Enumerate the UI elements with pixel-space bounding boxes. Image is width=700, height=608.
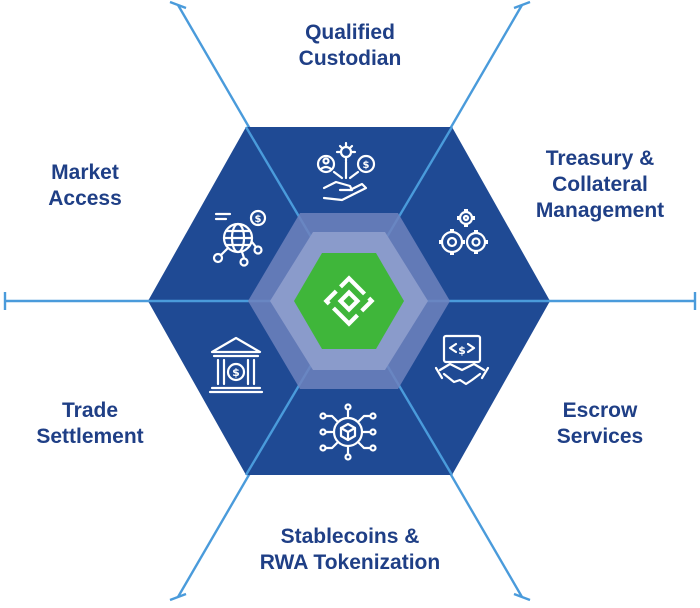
blockchain-cube-icon: [319, 403, 377, 461]
brand-logo-icon: [323, 275, 375, 327]
svg-text:$: $: [363, 160, 370, 171]
label-line: Settlement: [36, 425, 144, 448]
label-escrow-services: Escrow Services: [530, 398, 670, 450]
label-treasury-collateral-management: Treasury & Collateral Management: [510, 146, 690, 224]
svg-text:$: $: [255, 214, 262, 225]
label-line: Qualified: [305, 21, 395, 44]
label-line: Management: [535, 199, 665, 222]
label-trade-settlement: Trade Settlement: [10, 398, 170, 450]
gears-icon: [439, 209, 488, 255]
label-line: Treasury &: [545, 147, 655, 170]
label-qualified-custodian: Qualified Custodian: [260, 20, 440, 72]
label-line: Trade: [61, 399, 119, 422]
svg-text:$: $: [232, 366, 240, 379]
label-line: Market: [51, 161, 119, 184]
bank-building-dollar-icon: $: [208, 336, 264, 394]
label-line: Access: [48, 187, 122, 210]
handshake-document-icon: $: [434, 334, 490, 386]
core-hexagon: [294, 253, 404, 349]
label-line: Custodian: [298, 47, 402, 70]
label-market-access: Market Access: [30, 160, 140, 212]
label-line: Services: [556, 425, 644, 448]
label-line: RWA Tokenization: [259, 551, 441, 574]
svg-text:$: $: [458, 344, 466, 357]
hand-people-coins-gear-icon: $: [316, 141, 376, 202]
label-line: Collateral: [552, 173, 648, 196]
globe-network-dollar-icon: $: [212, 209, 267, 267]
label-stablecoins-rwa-tokenization: Stablecoins & RWA Tokenization: [220, 524, 480, 576]
label-line: Escrow: [562, 399, 638, 422]
label-line: Stablecoins &: [280, 525, 420, 548]
